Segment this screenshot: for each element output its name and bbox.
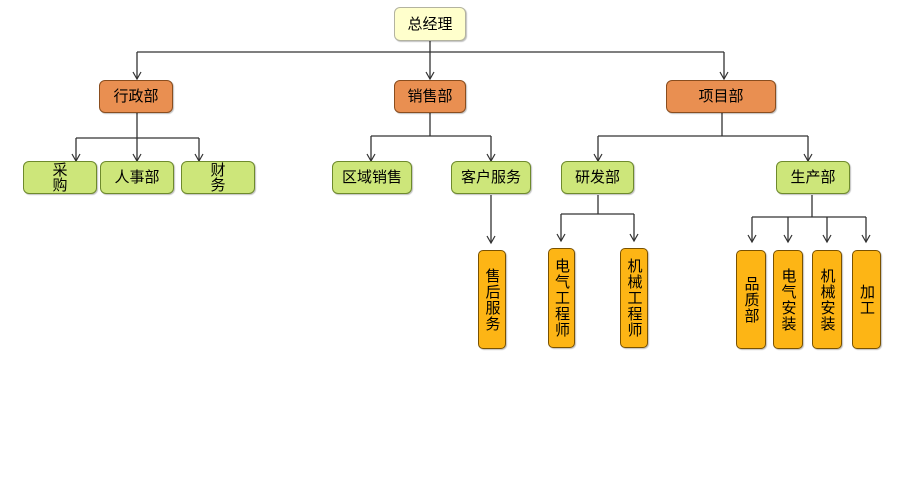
node-hr: 人事部 [100, 161, 174, 194]
node-electrical-installation: 电气安装 [773, 250, 803, 349]
node-mechanical-engineer: 机械工程师 [620, 248, 648, 348]
node-mechanical-installation: 机械安装 [812, 250, 842, 349]
node-sales-dept: 销售部 [394, 80, 466, 113]
node-customer-service: 客户服务 [451, 161, 531, 194]
node-quality-dept: 品质部 [736, 250, 766, 349]
node-electrical-engineer: 电气工程师 [548, 248, 575, 348]
node-regional-sales: 区域销售 [332, 161, 412, 194]
node-machining: 加工 [852, 250, 881, 349]
node-finance: 财 务 [181, 161, 255, 194]
node-admin-dept: 行政部 [99, 80, 173, 113]
node-production-dept: 生产部 [776, 161, 850, 194]
node-general-manager: 总经理 [394, 7, 466, 41]
node-rnd-dept: 研发部 [561, 161, 634, 194]
node-project-dept: 项目部 [666, 80, 776, 113]
node-after-sales: 售后服务 [478, 250, 506, 349]
node-purchasing: 采 购 [23, 161, 97, 194]
